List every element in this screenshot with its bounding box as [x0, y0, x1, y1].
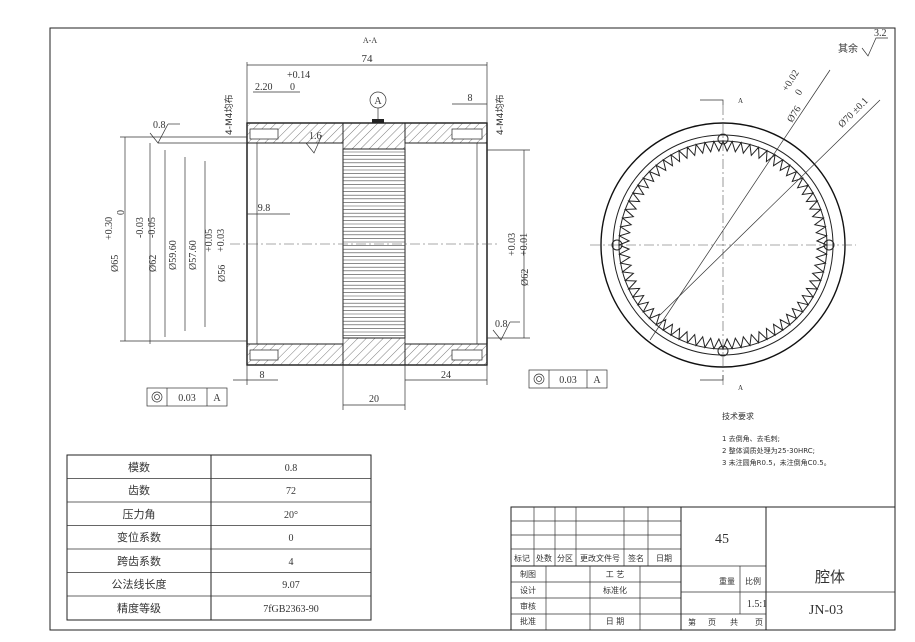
dim-d76-tol-low: 0: [793, 88, 805, 98]
dim-d596: Ø59.60: [168, 240, 179, 270]
scale-value: 1.5:1: [747, 599, 767, 610]
row-label-draw: 制图: [520, 569, 536, 579]
tech-req-item: 1 去倒角、去毛刺;: [722, 434, 780, 443]
mid-label-standard: 标准化: [603, 585, 627, 595]
dim-d62-right-tol-low: +0.01: [519, 233, 530, 256]
gear-param-name: 压力角: [123, 508, 156, 521]
end-view: A A Ø76 +0.02 0 Ø70 ±0.1: [590, 68, 881, 392]
section-label: A-A: [363, 36, 377, 45]
dim-d62-tol-low: -0.05: [147, 217, 158, 238]
gear-param-value: 0.8: [285, 463, 298, 474]
dim-left-slot: 8: [260, 370, 265, 381]
rev-header: 日期: [656, 554, 672, 563]
dim-d576: Ø57.60: [188, 240, 199, 270]
sheet-prefix: 第: [688, 617, 696, 627]
gear-param-value: 7fGB2363-90: [263, 604, 319, 615]
tech-req-item: 2 整体调质处理为25-30HRC;: [722, 446, 815, 455]
dim-d62-right-tol-up: +0.03: [507, 233, 518, 256]
rev-header: 更改文件号: [580, 553, 620, 563]
total-unit: 页: [755, 618, 763, 627]
technical-requirements: 技术要求 1 去倒角、去毛刺; 2 整体调质处理为25-30HRC; 3 未注圆…: [722, 411, 831, 467]
dim-d56: Ø56: [217, 265, 228, 282]
section-view: A: [230, 91, 500, 366]
scale-label: 比例: [745, 576, 761, 586]
section-dimensions: 74 +0.14 0 2.20 8 4-M4均布 4-M4均布 0.8 1.6 …: [104, 53, 608, 410]
dim-d65-tol-low: 0: [116, 210, 127, 215]
roughness-right: 0.8: [495, 319, 508, 330]
dim-d56-tol-low: +0.03: [216, 229, 227, 252]
dim-d65: Ø65: [110, 255, 121, 272]
gear-param-name: 精度等级: [117, 601, 161, 615]
total-prefix: 共: [730, 618, 738, 627]
dim-tol-zero: 0: [290, 82, 295, 93]
weight-label: 重量: [719, 576, 735, 586]
dim-inner-step: 9.8: [258, 203, 271, 214]
part-name: 腔体: [815, 568, 845, 586]
gear-parameter-table: 模数 0.8 齿数 72 压力角 20° 变位系数 0 跨齿系数 4 公法线长度…: [66, 454, 372, 621]
rev-header: 标记: [514, 553, 530, 563]
datum-a-mark: A: [374, 96, 382, 107]
gear-param-value: 4: [289, 557, 294, 568]
dim-d56-tol-up: +0.05: [204, 229, 215, 252]
tech-req-title: 技术要求: [722, 411, 754, 421]
general-roughness-symbol: 3.2 其余: [838, 28, 888, 57]
roughness-general-value: 3.2: [874, 28, 887, 39]
gear-param-value: 20°: [284, 510, 298, 521]
cut-mark-top: A: [738, 97, 743, 105]
dim-tooth-width: 20: [369, 394, 379, 405]
drawing-frame: [49, 27, 896, 631]
gear-param-name: 变位系数: [117, 530, 161, 544]
dim-overall-length: 74: [362, 53, 374, 65]
material-value: 45: [715, 532, 729, 547]
dim-tol-up: +0.14: [287, 70, 310, 81]
gear-param-name: 公法线长度: [112, 577, 167, 591]
dim-d62-right: Ø62: [520, 269, 531, 286]
gear-teeth-lines: [343, 151, 405, 336]
gear-param-name: 齿数: [128, 484, 150, 497]
sheet-unit: 页: [708, 618, 716, 627]
rev-header: 处数: [536, 553, 552, 563]
coaxiality-frame-right: 0.03 A: [528, 369, 608, 389]
cut-mark-bottom: A: [738, 384, 743, 392]
gear-param-value: 0: [289, 533, 294, 544]
rev-header: 签名: [628, 553, 644, 563]
thread-callout-left: 4-M4均布: [223, 95, 235, 135]
row-label-approve: 批准: [520, 616, 536, 626]
dim-right-hole-depth: 8: [468, 93, 473, 104]
mid-label-process: 工 艺: [606, 570, 625, 579]
gear-param-name: 模数: [128, 461, 150, 474]
tech-req-item: 3 未注圆角R0.5，未注倒角C0.5。: [722, 458, 831, 467]
roughness-inner: 1.6: [309, 131, 322, 142]
dim-d70: Ø70 ±0.1: [836, 96, 870, 130]
coaxiality-frame-left: 0.03 A: [146, 387, 228, 407]
row-label-design: 设计: [520, 585, 536, 595]
roughness-top-left: 0.8: [153, 120, 166, 131]
title-block: 标记 处数 分区 更改文件号 签名 日期 制图 设计 审核 批准 工 艺 标准化…: [510, 506, 896, 631]
mid-label-date: 日 期: [606, 617, 625, 626]
roughness-general-note: 其余: [838, 42, 858, 55]
gear-param-value: 72: [286, 486, 296, 497]
coax-right-value: 0.03: [559, 375, 577, 386]
drawing-number: JN-03: [809, 603, 843, 618]
coax-left-datum: A: [213, 393, 221, 404]
dim-right-slot: 24: [441, 370, 451, 381]
thread-callout-right: 4-M4均布: [494, 95, 506, 135]
dim-left-offset: 2.20: [255, 82, 273, 93]
coax-right-datum: A: [593, 375, 601, 386]
dim-d62-tol-up: -0.03: [135, 217, 146, 238]
gear-param-name: 跨齿系数: [117, 555, 161, 568]
rev-header: 分区: [557, 554, 573, 563]
row-label-review: 审核: [520, 601, 536, 611]
gear-param-value: 9.07: [282, 580, 300, 591]
dim-d62: Ø62: [148, 255, 159, 272]
coax-left-value: 0.03: [178, 393, 196, 404]
dim-d76: Ø76: [785, 104, 803, 124]
dim-d65-tol-up: +0.30: [104, 217, 115, 240]
